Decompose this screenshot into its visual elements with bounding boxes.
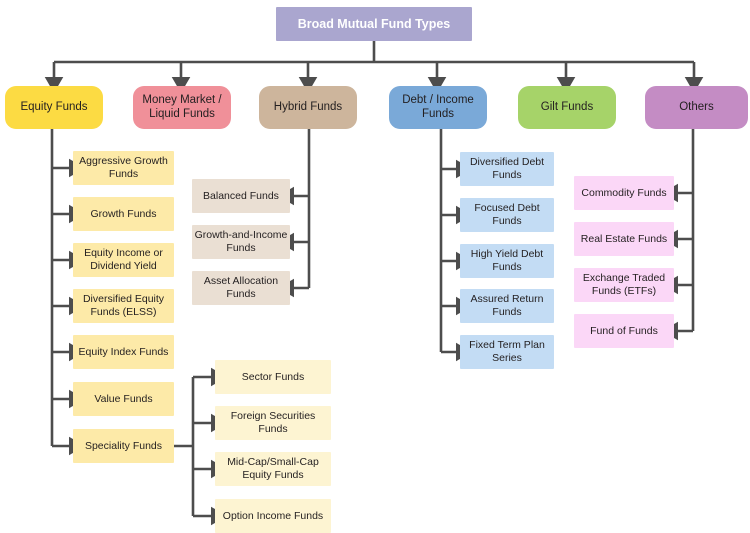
leaf-label: Fixed Term Plan Series — [469, 339, 545, 364]
category-others[interactable]: Others — [645, 86, 748, 129]
leaf-asset-allocation-funds[interactable]: Asset Allocation Funds — [192, 271, 290, 305]
leaf-label: Real Estate Funds — [580, 232, 668, 245]
leaf-label: Diversified Equity Funds (ELSS) — [82, 293, 165, 318]
leaf-label: Aggressive Growth Funds — [79, 155, 168, 180]
leaf-growth-funds[interactable]: Growth Funds — [73, 197, 174, 231]
leaf-label: Commodity Funds — [581, 186, 667, 199]
leaf-focused-debt-funds[interactable]: Focused Debt Funds — [460, 198, 554, 232]
leaf-balanced-funds[interactable]: Balanced Funds — [192, 179, 290, 213]
leaf-real-estate-funds[interactable]: Real Estate Funds — [574, 222, 674, 256]
leaf-aggressive-growth-funds[interactable]: Aggressive Growth Funds — [73, 151, 174, 185]
leaf-label: Assured Return Funds — [470, 293, 544, 318]
category-label: Gilt Funds — [540, 100, 594, 113]
category-label: Equity Funds — [20, 100, 88, 113]
leaf-mid-cap-small-cap-equity-funds[interactable]: Mid-Cap/Small-Cap Equity Funds — [215, 452, 331, 486]
leaf-label: Growth Funds — [90, 207, 157, 220]
leaf-label: Speciality Funds — [84, 439, 163, 452]
leaf-label: Value Funds — [94, 392, 153, 405]
leaf-sector-funds[interactable]: Sector Funds — [215, 360, 331, 394]
category-label: Debt / Income Funds — [402, 93, 474, 120]
leaf-label: Equity Income or Dividend Yield — [84, 247, 163, 272]
root-node-label: Broad Mutual Fund Types — [297, 16, 451, 31]
leaf-speciality-funds[interactable]: Speciality Funds — [73, 429, 174, 463]
leaf-label: Growth-and-Income Funds — [194, 229, 288, 254]
leaf-label: Asset Allocation Funds — [203, 275, 279, 300]
leaf-label: Foreign Securities Funds — [230, 410, 316, 435]
leaf-label: High Yield Debt Funds — [470, 248, 544, 273]
leaf-foreign-securities-funds[interactable]: Foreign Securities Funds — [215, 406, 331, 440]
category-label: Money Market / Liquid Funds — [142, 93, 222, 120]
leaf-growth-and-income-funds[interactable]: Growth-and-Income Funds — [192, 225, 290, 259]
leaf-option-income-funds[interactable]: Option Income Funds — [215, 499, 331, 533]
leaf-label: Option Income Funds — [222, 509, 324, 522]
leaf-label: Diversified Debt Funds — [469, 156, 545, 181]
leaf-label: Equity Index Funds — [78, 345, 169, 358]
leaf-equity-index-funds[interactable]: Equity Index Funds — [73, 335, 174, 369]
leaf-high-yield-debt-funds[interactable]: High Yield Debt Funds — [460, 244, 554, 278]
leaf-fixed-term-plan-series[interactable]: Fixed Term Plan Series — [460, 335, 554, 369]
leaf-label: Balanced Funds — [203, 189, 279, 202]
leaf-value-funds[interactable]: Value Funds — [73, 382, 174, 416]
category-debt-income-funds[interactable]: Debt / Income Funds — [389, 86, 487, 129]
category-money-market-liquid-funds[interactable]: Money Market / Liquid Funds — [133, 86, 231, 129]
leaf-assured-return-funds[interactable]: Assured Return Funds — [460, 289, 554, 323]
leaf-exchange-traded-funds-etfs[interactable]: Exchange Traded Funds (ETFs) — [574, 268, 674, 302]
leaf-label: Focused Debt Funds — [474, 202, 540, 227]
category-hybrid-funds[interactable]: Hybrid Funds — [259, 86, 357, 129]
category-gilt-funds[interactable]: Gilt Funds — [518, 86, 616, 129]
category-label: Others — [679, 100, 714, 113]
leaf-label: Mid-Cap/Small-Cap Equity Funds — [227, 456, 319, 481]
leaf-fund-of-funds[interactable]: Fund of Funds — [574, 314, 674, 348]
category-label: Hybrid Funds — [273, 100, 343, 113]
root-node-broad-mutual-fund-types[interactable]: Broad Mutual Fund Types — [276, 7, 472, 41]
category-equity-funds[interactable]: Equity Funds — [5, 86, 103, 129]
leaf-label: Sector Funds — [241, 370, 305, 383]
leaf-label: Fund of Funds — [590, 324, 658, 337]
leaf-commodity-funds[interactable]: Commodity Funds — [574, 176, 674, 210]
leaf-label: Exchange Traded Funds (ETFs) — [582, 272, 666, 297]
leaf-equity-income-or-dividend-yield[interactable]: Equity Income or Dividend Yield — [73, 243, 174, 277]
leaf-diversified-equity-funds-elss[interactable]: Diversified Equity Funds (ELSS) — [73, 289, 174, 323]
leaf-diversified-debt-funds[interactable]: Diversified Debt Funds — [460, 152, 554, 186]
